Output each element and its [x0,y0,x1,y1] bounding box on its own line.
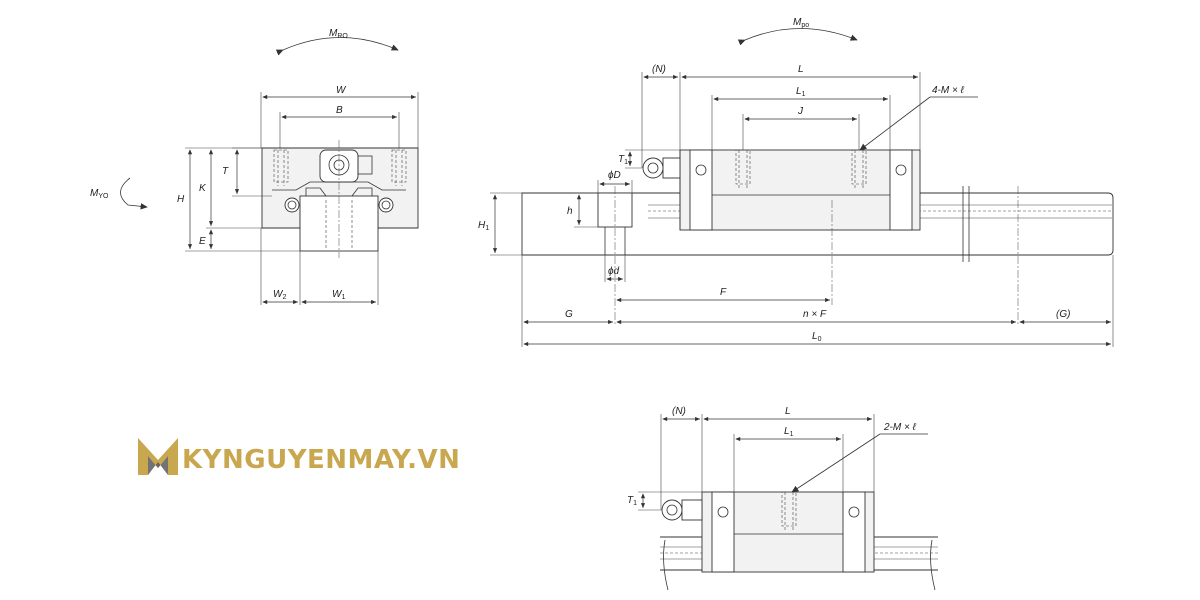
moment-ro-arc [275,37,399,56]
threaded-hole-right [391,149,407,186]
threaded-hole-short [781,491,797,530]
front-view: MRO MYO W B [90,28,419,305]
dim-t-label: T [222,166,229,177]
dim-t1-short-label: T1 [627,495,637,507]
dim-n-label: (N) [652,64,666,75]
side-view: Mpo [478,17,1114,347]
brand-logo: KYNGUYENMAY.VN [138,438,460,475]
dim-l-label: L [798,64,804,75]
moment-po-label: Mpo [793,17,809,29]
dim-h-label: H [177,194,185,205]
dim-b-label: B [336,105,343,116]
dim-phid-lower-label: ϕd [608,266,620,277]
grease-nipple-side [642,157,681,179]
dim-h-small-label: h [567,206,573,217]
dim-h1-label: H1 [478,220,489,232]
dim-phid-upper-label: ϕD [608,170,621,181]
callout-4m-leader [859,96,931,151]
grease-nipple-short [661,499,703,521]
moment-ro-label: MRO [329,28,348,40]
callout-2m-label: 2-M × ℓ [883,422,917,433]
dim-w-label: W [336,85,347,96]
brand-text: KYNGUYENMAY.VN [182,445,460,475]
dim-e-label: E [199,236,206,247]
carriage-side [679,149,921,231]
dim-w1-label: W1 [332,289,345,301]
dim-g-label: G [565,309,573,320]
short-view: (N) L L1 2-M × ℓ T1 [627,406,938,591]
ball-right [378,197,394,213]
dim-k-label: K [199,183,207,194]
dim-l0-label: L0 [812,331,822,343]
dim-j-label: J [797,106,804,117]
moment-yo-arc [120,177,148,210]
moment-yo-label: MYO [90,188,109,200]
dim-f-label: F [720,287,727,298]
moment-po-arc [737,28,858,46]
callout-2m-leader [791,433,881,493]
dim-n-short-label: (N) [672,406,686,417]
threaded-hole-left [273,149,289,186]
dim-l-short-label: L [785,406,791,417]
dim-w2-label: W2 [273,289,286,301]
callout-4m-label: 4-M × ℓ [932,85,965,96]
dim-l1-short-label: L1 [784,426,794,438]
dim-nf-label: n × F [803,309,827,320]
brand-logo-icon [138,438,178,475]
ball-left [284,197,300,213]
dim-t1-label: T1 [618,154,628,166]
dim-g-paren-label: (G) [1056,309,1070,320]
dim-l1-label: L1 [796,86,806,98]
